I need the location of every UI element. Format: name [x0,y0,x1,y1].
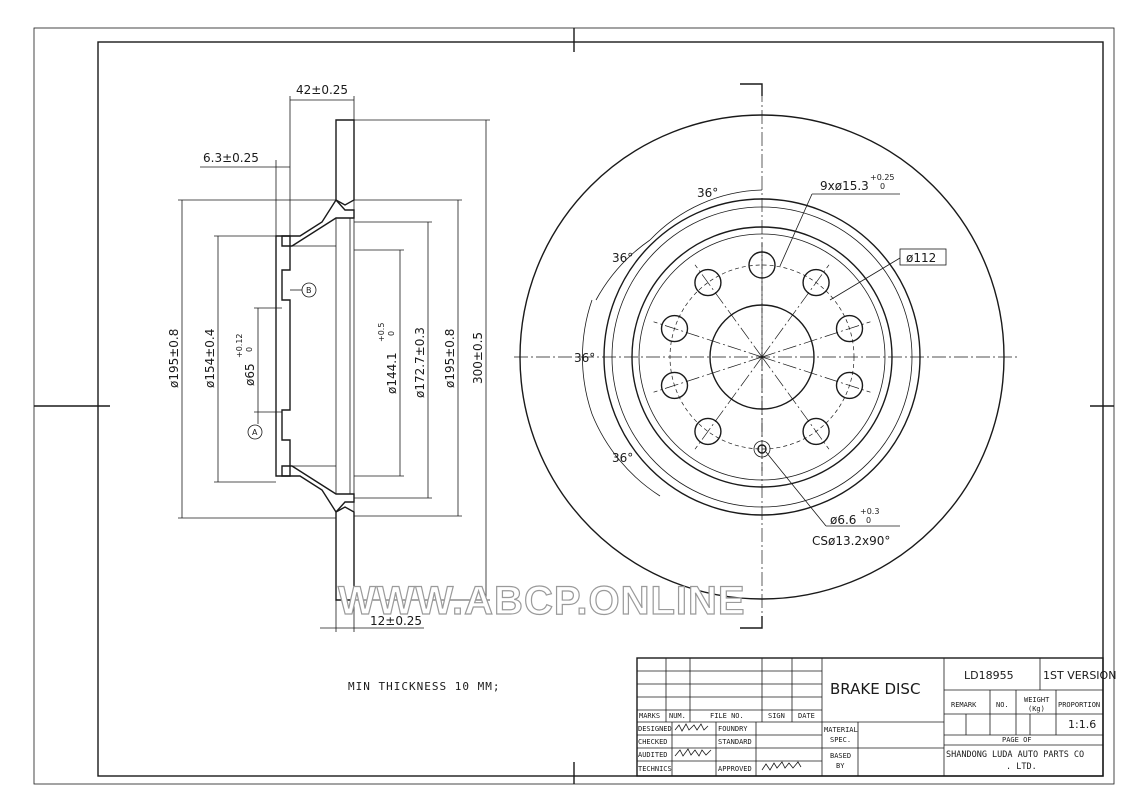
hat-wall-bottom [281,465,355,514]
dim-195: ø195±0.8 [443,329,457,388]
pcd-callout-box [899,248,947,266]
tb-file-no: FILE NO. [710,712,744,720]
hole-center-line [761,356,871,393]
hub-circle [638,233,886,481]
angle-label-4: 36° [612,451,633,465]
angle-label-3: 36° [574,351,595,365]
datum-a-marker [247,424,263,440]
bolt-hole [802,417,830,446]
dim-total-width: 42±0.25 [296,83,348,97]
tb-drawing-title: BRAKE DISC [830,680,920,698]
datum-b-marker [301,282,317,298]
front-view: 36° 36° 36° 36° 9xø15.3 +0.25 0 ø112 ø6.… [514,83,1020,629]
tb-audited: AUDITED [638,751,668,759]
tb-weight-2: (Kg) [1028,705,1045,713]
small-hole-tol: +0.3 [860,507,879,516]
bolt-hole [835,371,864,400]
bolt-hole [660,371,689,400]
bolt-holes [653,243,871,471]
dim-rotor-thickness: 12±0.25 [370,614,422,628]
dim-hat-thickness: 6.3±0.25 [203,151,259,165]
tb-checked: CHECKED [638,738,668,746]
hole-center-line [694,356,763,450]
tb-foundry: FOUNDRY [718,725,748,733]
bolt-hole [660,314,689,343]
bolt-hole [835,314,864,343]
tb-weight-1: WEIGHT [1024,696,1050,704]
tb-material-1: MATERIAL [824,726,858,734]
tb-company-1: SHANDONG LUDA AUTO PARTS CO [946,750,1084,760]
signature-designed [674,723,709,732]
hole-center-line [653,356,763,393]
dim-144: ø144.1 [385,352,399,394]
tb-technics: TECHNICS [638,765,672,773]
bolt-hole [802,268,830,297]
tb-remark: REMARK [951,701,977,709]
dim-300: 300±0.5 [471,332,485,384]
rotor-ring-top [335,119,355,206]
bolt-hole [694,268,722,297]
watermark: WWW.ABCP.ONLINE [338,579,746,623]
hole-center-line [761,264,830,358]
bolt-hole [694,417,722,446]
dim-65-tol: +0.12 [235,333,244,358]
holes-callout: 9xø15.3 [820,179,869,193]
tb-based-2: BY [836,762,845,770]
dim-144-tol0: 0 [387,331,396,336]
hat-circle [631,226,893,488]
dim-154: ø154±0.4 [203,329,217,388]
tb-designed: DESIGNED [638,725,672,733]
hole-center-line [761,321,871,358]
dim-outer-left: ø195±0.8 [167,329,181,388]
inner-frame [97,41,1104,777]
small-hole-callout: ø6.6 [830,513,856,527]
datum-b-label: B [306,286,312,295]
signature-audited [674,748,712,757]
countersink-callout: CSø13.2x90° [812,534,890,548]
title-block: MARKS NUM. FILE NO. SIGN DATE DESIGNED C… [636,657,1116,777]
tb-material-2: SPEC. [830,736,851,744]
angle-label-1: 36° [697,186,718,200]
dim-144-tol: +0.5 [377,323,386,342]
small-hole-tol0: 0 [866,516,871,525]
tb-num: NUM. [669,712,686,720]
hole-center-line [761,356,830,450]
hole-center-line [653,321,763,358]
tb-no: NO. [996,701,1009,709]
hole-center-line [694,264,763,358]
holes-callout-tol: +0.25 [870,173,895,182]
tb-company-2: . LTD. [1006,762,1037,772]
tb-based-1: BASED [830,752,851,760]
tb-part-number: LD18955 [964,669,1014,682]
dim-172: ø172.7±0.3 [413,327,427,398]
rotor-outer-circle [519,114,1005,600]
rotor-inner-edge-1 [603,198,921,516]
tb-approved: APPROVED [718,765,752,773]
tb-date: DATE [798,712,815,720]
centering-marks [34,28,1114,784]
tb-sign: SIGN [768,712,785,720]
datum-a-label: A [252,428,258,437]
side-section-view: 42±0.25 6.3±0.25 12±0.25 ø195±0.8 ø154±0… [167,83,490,632]
hub-face [275,235,291,477]
signature-approved [761,761,802,771]
tb-marks: MARKS [639,712,660,720]
pcd-callout: ø112 [906,251,936,265]
tb-proportion: 1:1.6 [1068,718,1096,731]
dim-65: ø65 [243,363,257,386]
tb-version: 1ST VERSION [1043,669,1116,682]
outer-frame [33,27,1115,785]
tb-page-of: PAGE OF [1002,736,1032,744]
rotor-ring-bottom [335,506,355,601]
tb-standard: STANDARD [718,738,752,746]
holes-callout-tol0: 0 [880,182,885,191]
dim-65-tol0: 0 [245,347,254,352]
tb-proportion-label: PROPORTION [1058,701,1100,709]
min-thickness-note: MIN THICKNESS 10 MM; [348,680,500,693]
hat-wall-top [281,198,355,247]
pcd-circle [669,264,855,450]
angle-label-2: 36° [612,251,633,265]
rotor-inner-edge-2 [611,206,913,508]
